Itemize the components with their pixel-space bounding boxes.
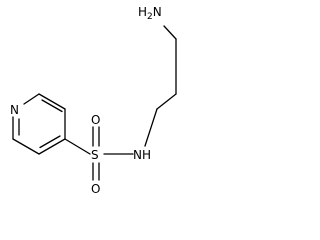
bond-ring-sulfur: [64, 138, 91, 155]
ring-nitrogen-label: N: [10, 103, 19, 117]
ring-bond-c4-c5: [38, 138, 66, 155]
ring-bond-c2-c3-inner: [41, 99, 63, 113]
propyl-chain: [144, 25, 177, 147]
bond-c3-n: [163, 25, 177, 40]
sulfur-label: S: [91, 148, 99, 162]
bond-nh-c1: [144, 108, 158, 147]
amine-label: H2N: [138, 5, 162, 22]
ring-bond-n-c2: [23, 93, 40, 105]
sulfonyl-bonds: [92, 126, 100, 181]
bond-c1-c2: [156, 93, 177, 110]
sulfonamide-nh-label: NH: [133, 148, 151, 162]
pyridine-ring: [12, 93, 66, 155]
ring-bond-c2-c3: [38, 93, 66, 110]
oxygen-bottom-label: O: [91, 182, 100, 195]
ring-bond-c5-c6: [12, 138, 40, 155]
ring-bond-c4-c5-inner: [39, 135, 61, 149]
structural-formula-diagram: H2N N S O O NH: [10, 5, 177, 195]
oxygen-top-label: O: [91, 113, 100, 127]
